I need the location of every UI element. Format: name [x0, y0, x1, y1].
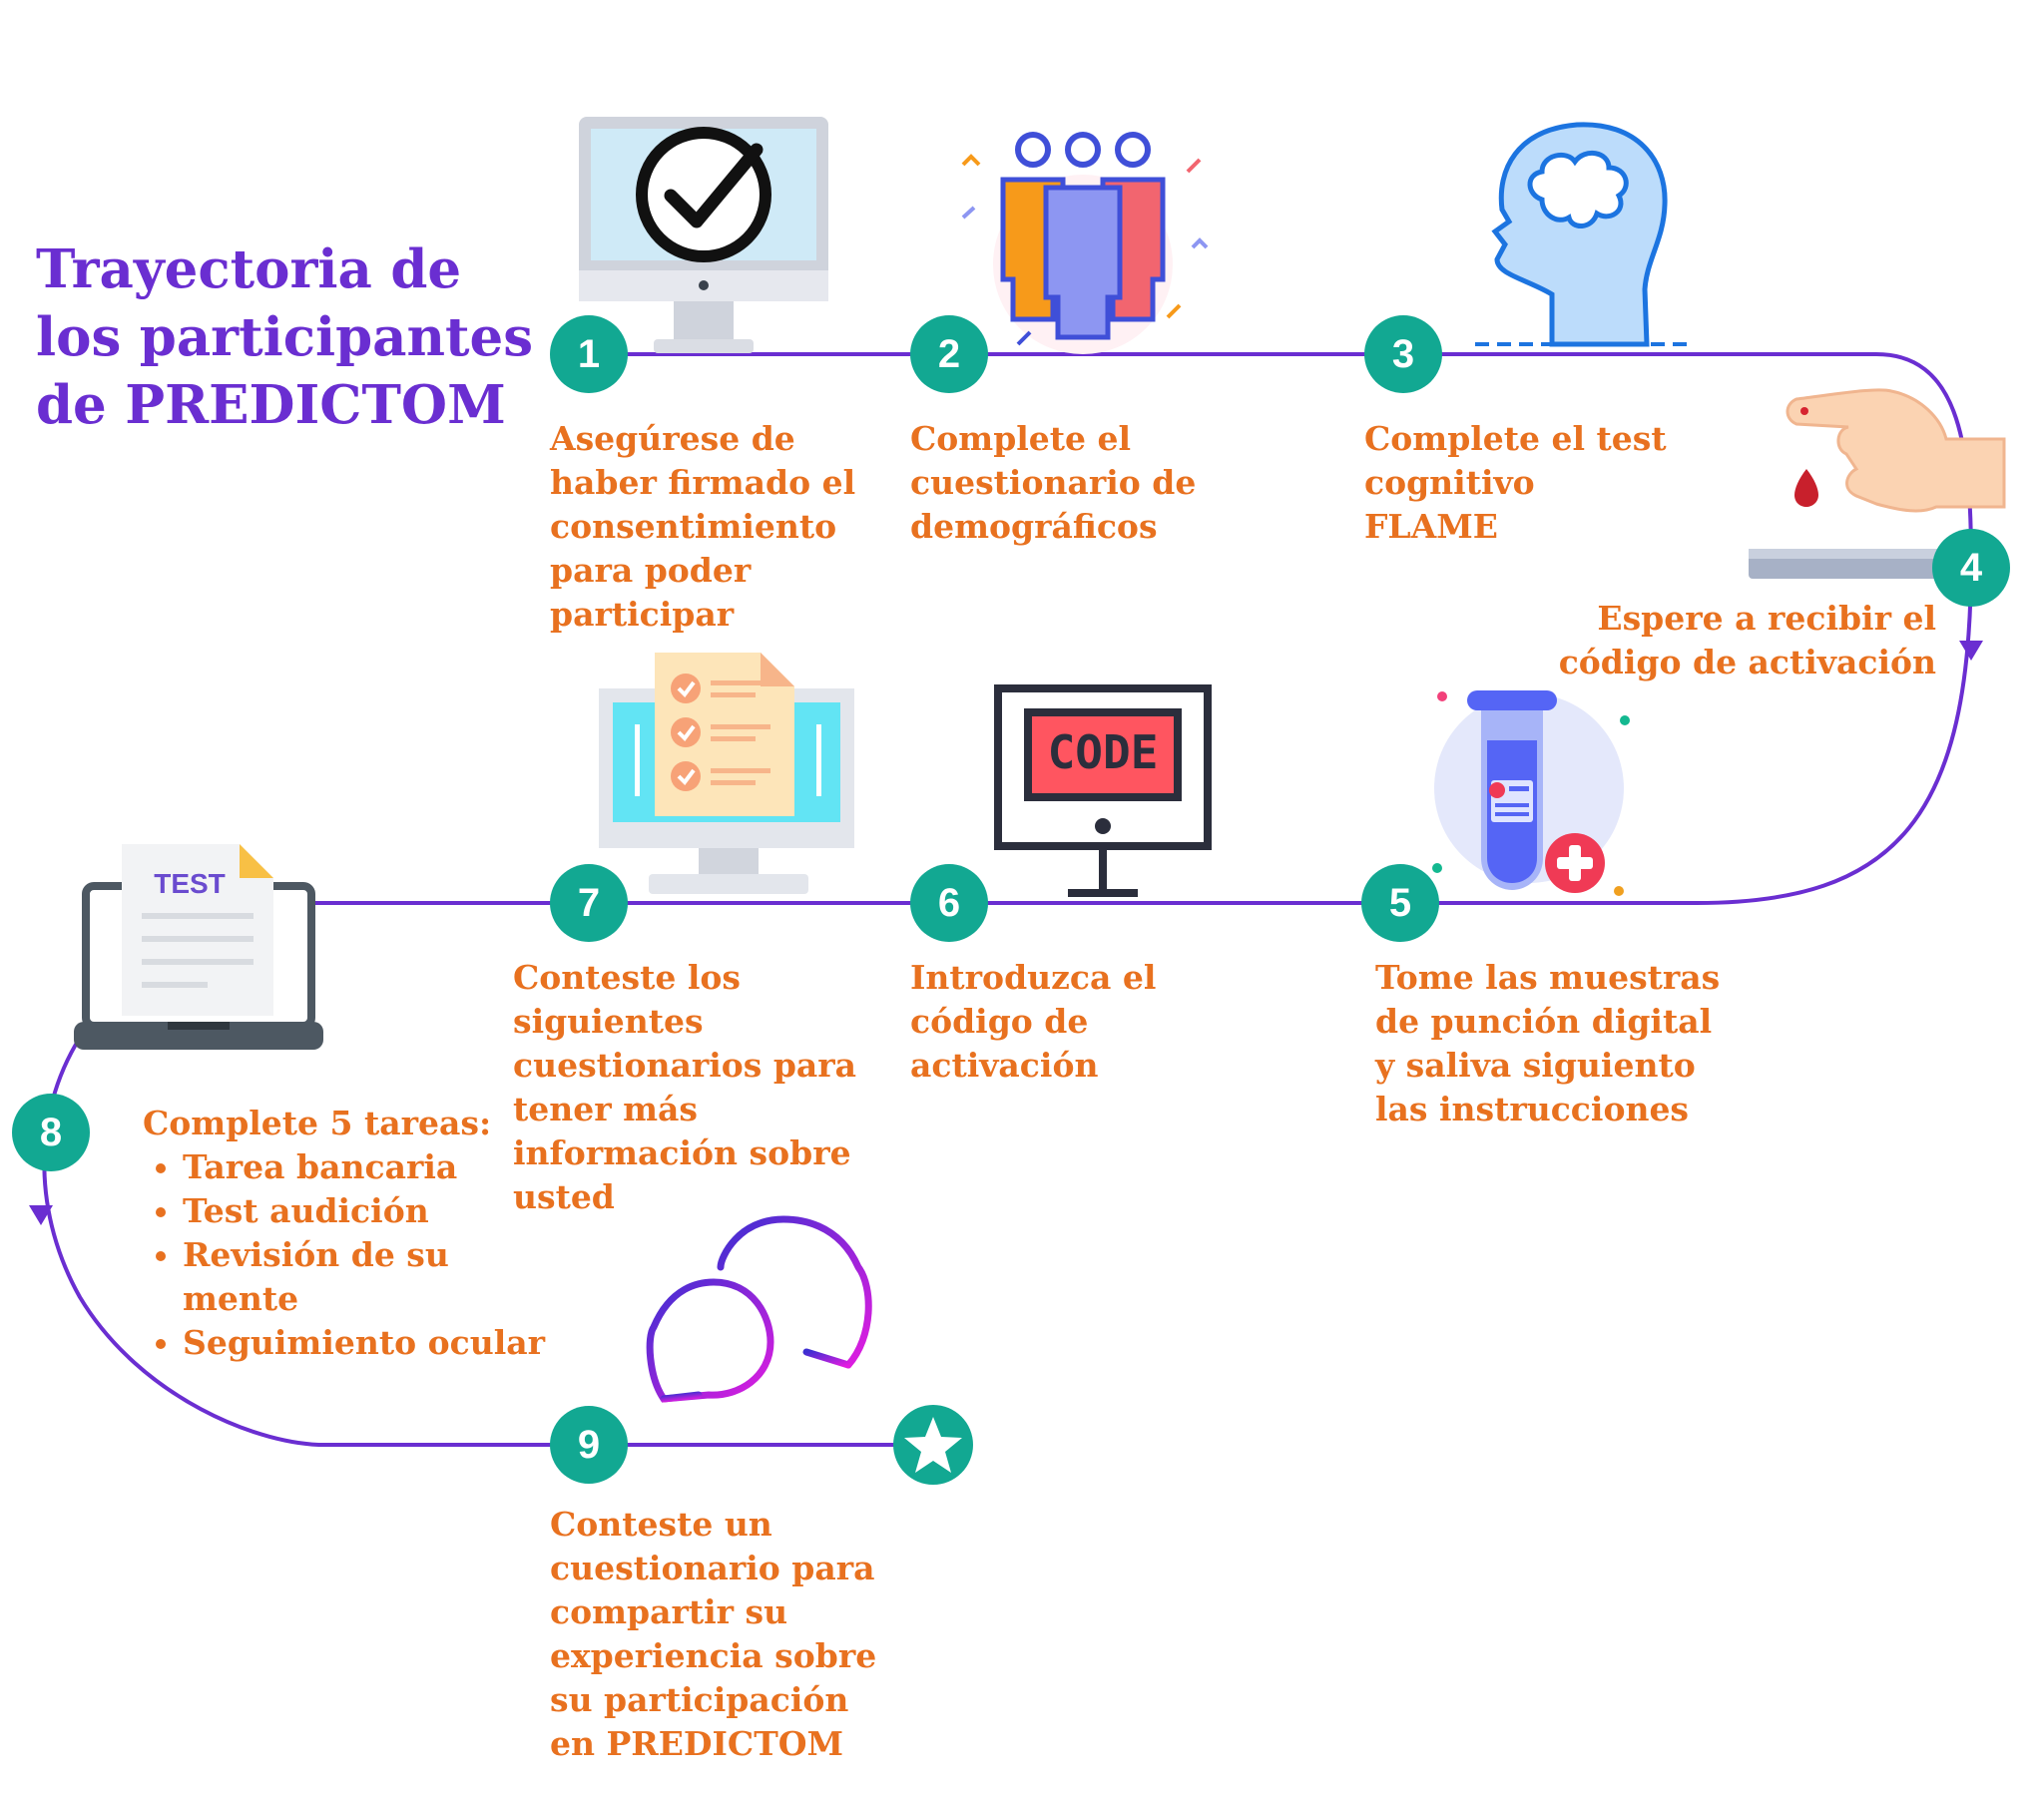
path-arrowheads: [29, 641, 1983, 1225]
task-item: Test audición: [183, 1189, 572, 1233]
step-2-badge: 2: [910, 315, 988, 393]
step-4-badge: 4: [1932, 529, 2010, 607]
step-1-badge: 1: [550, 315, 628, 393]
step-4-text: Espere a recibir el código de activación: [1558, 599, 1936, 681]
finish-star-icon: [893, 1405, 973, 1485]
step-7-text: Conteste los siguientes cuestionarios pa…: [513, 958, 857, 1216]
step-8-block: Complete 5 tareas: Tarea bancaria Test a…: [143, 1102, 572, 1365]
step-3-text: Complete el test cognitivo FLAME: [1364, 419, 1667, 546]
laptop-test-icon: TEST: [74, 844, 323, 1050]
step-7-badge: 7: [550, 864, 628, 942]
code-screen-text: CODE: [1048, 725, 1159, 779]
step-2-text: Complete el cuestionario de demográficos: [910, 419, 1197, 546]
step-3-badge: 3: [1364, 315, 1442, 393]
code-screen-icon: CODE: [994, 684, 1212, 897]
diagram-title: Trayectoria de los participantes de PRED…: [36, 235, 555, 439]
step-6-badge: 6: [910, 864, 988, 942]
title-line-1: Trayectoria de: [36, 238, 462, 300]
chat-bubbles-icon: [646, 1215, 872, 1403]
head-brain-icon: [1475, 122, 1687, 347]
step-8-badge: 8: [12, 1094, 90, 1171]
task-item: Tarea bancaria: [183, 1145, 572, 1189]
checklist-monitor-icon: [599, 653, 854, 894]
task-list: Tarea bancaria Test audición Revisión de…: [143, 1145, 572, 1365]
task-item: Seguimiento ocular: [183, 1321, 572, 1365]
test-doc-text: TEST: [154, 868, 226, 899]
step-1-text: Asegúrese de haber firmado el consentimi…: [550, 419, 856, 634]
step-9-badge: 9: [550, 1406, 628, 1484]
step-9-text: Conteste un cuestionario para compartir …: [550, 1505, 877, 1763]
step-8-text: Complete 5 tareas:: [143, 1104, 492, 1142]
title-line-2: los participantes: [36, 306, 534, 368]
monitor-check-icon: [579, 117, 828, 353]
step-6-text: Introduzca el código de activación: [910, 958, 1157, 1085]
step-5-text: Tome las muestras de punción digital y s…: [1375, 958, 1721, 1128]
test-tube-icon: [1432, 690, 1630, 896]
people-group-icon: [961, 132, 1209, 354]
task-item: Revisión de su mente: [183, 1233, 572, 1321]
title-line-3: de PREDICTOM: [36, 374, 506, 436]
step-5-badge: 5: [1361, 864, 1439, 942]
finger-prick-icon: [1749, 388, 2006, 579]
